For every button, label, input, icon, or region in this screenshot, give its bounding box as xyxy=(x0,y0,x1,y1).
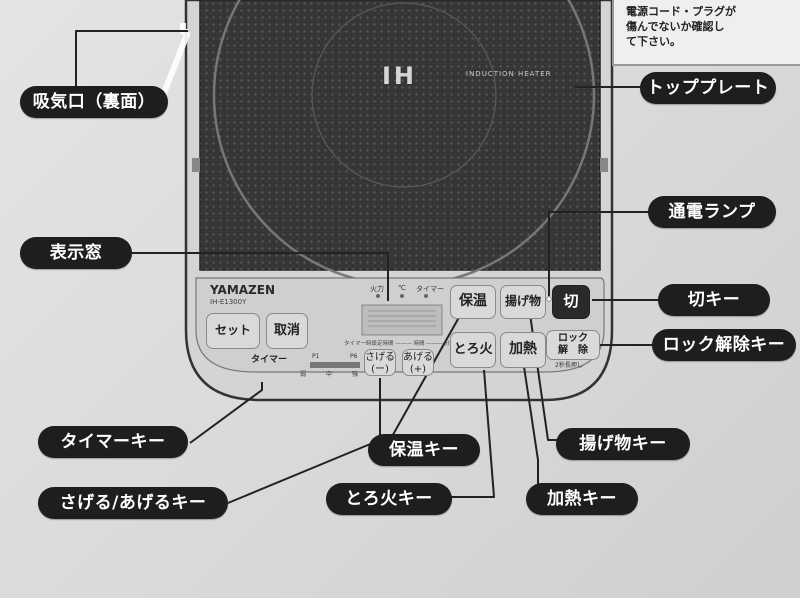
off-key-label: 切 xyxy=(563,292,579,310)
heater-ring-inner xyxy=(311,2,497,188)
set-key[interactable]: セット xyxy=(206,313,260,349)
off-key[interactable]: 切 xyxy=(552,285,590,319)
lock-key-hint: 2秒長押し xyxy=(555,362,583,369)
temp-scale-high: 強 xyxy=(352,371,359,378)
callout-updown-key: さげる/あげるキー xyxy=(38,487,228,519)
fry-key-label: 揚げ物 xyxy=(504,294,541,308)
callout-timer-key: タイマーキー xyxy=(38,426,188,458)
callout-power-lamp: 通電ランプ xyxy=(648,196,776,228)
fry-key[interactable]: 揚げ物 xyxy=(500,285,546,319)
indicator-label-timer: タイマー xyxy=(416,285,444,293)
down-key-sign: (ー) xyxy=(371,364,389,375)
indicator-label-power: 火力 xyxy=(370,285,384,293)
cancel-key-label: 取消 xyxy=(273,323,300,338)
callout-simmer-key: とろ火キー xyxy=(326,483,452,515)
temp-scale-mid: 中 xyxy=(326,371,333,378)
callout-off-key: 切キー xyxy=(658,284,770,316)
plate-logo: IH xyxy=(382,62,418,90)
callout-lock-key: ロック解除キー xyxy=(652,329,796,361)
callout-intake: 吸気口（裏面） xyxy=(20,86,168,118)
brand-logo: YAMAZEN xyxy=(210,283,275,297)
lock-release-key[interactable]: ロック 解 除 xyxy=(546,330,600,360)
down-key-label: さげる xyxy=(365,352,395,363)
display-caption: タイマー時設定時間 ——— 時間 ——— 分 xyxy=(344,341,450,347)
power-lamp-dot xyxy=(546,296,552,302)
heat-key-label: 加熱 xyxy=(509,341,537,357)
warm-key-label: 保温 xyxy=(459,293,487,309)
warm-key[interactable]: 保温 xyxy=(450,285,496,319)
temp-scale-low: 弱 xyxy=(300,371,307,378)
simmer-key-label: とろ火 xyxy=(453,342,493,357)
caution-note-line-3: て下さい。 xyxy=(626,35,681,48)
leader-power-lamp xyxy=(548,211,650,296)
callout-display: 表示窓 xyxy=(20,237,132,269)
callout-fry-key: 揚げ物キー xyxy=(556,428,690,460)
caution-note-line-2: 傷んでないか確認し xyxy=(626,20,725,33)
caution-note: 電源コード・プラグが 傷んでないか確認し て下さい。 xyxy=(612,0,800,66)
leader-warm-key xyxy=(389,311,463,441)
power-scale-min: P1 xyxy=(312,353,320,360)
indicator-label-temp: ℃ xyxy=(398,284,406,292)
leader-intake xyxy=(75,30,188,86)
leader-timer-key xyxy=(189,382,263,444)
up-key-label: あげる xyxy=(403,352,433,363)
up-key[interactable]: あげる (+) xyxy=(402,349,434,376)
callout-top-plate: トッププレート xyxy=(640,72,776,104)
callout-warm-key: 保温キー xyxy=(368,434,480,466)
lock-key-label-2: 解 除 xyxy=(558,345,588,356)
set-key-label: セット xyxy=(214,323,251,337)
cancel-key[interactable]: 取消 xyxy=(266,313,308,349)
callout-heat-key: 加熱キー xyxy=(526,483,638,515)
heat-key[interactable]: 加熱 xyxy=(500,332,546,368)
simmer-key[interactable]: とろ火 xyxy=(450,332,496,368)
down-key[interactable]: さげる (ー) xyxy=(364,349,396,376)
caution-note-line-1: 電源コード・プラグが xyxy=(626,5,736,18)
power-scale-max: P6 xyxy=(350,353,358,360)
lock-key-label-1: ロック xyxy=(558,333,588,344)
timer-label: タイマー xyxy=(251,355,288,365)
plate-text: INDUCTION HEATER xyxy=(466,70,552,78)
up-key-sign: (+) xyxy=(409,364,427,375)
leader-display xyxy=(130,252,389,301)
model-number: IH-E1300Y xyxy=(210,298,247,306)
